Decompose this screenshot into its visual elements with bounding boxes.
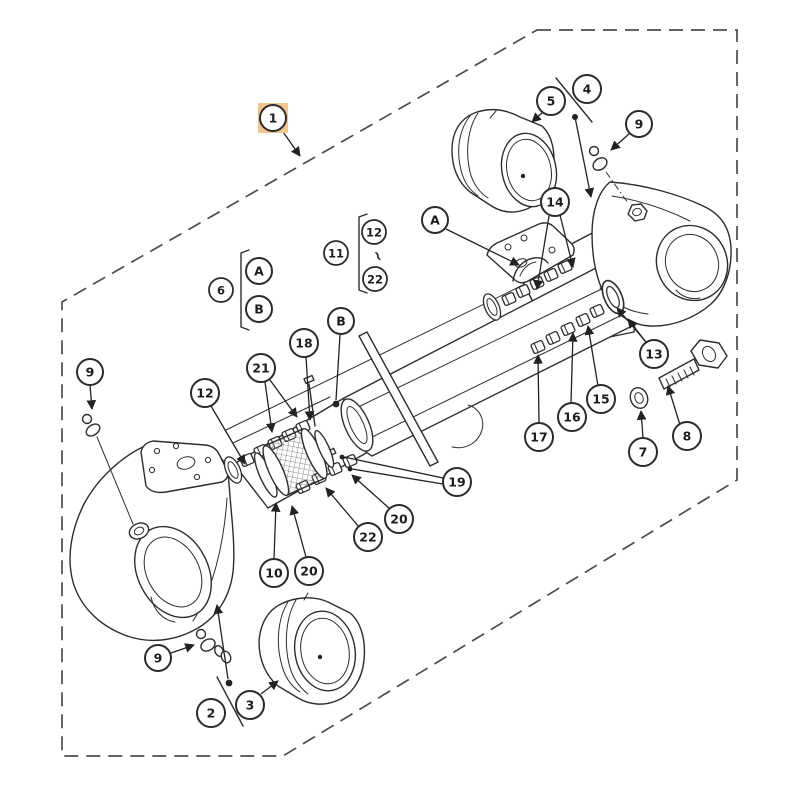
callout-B-main[interactable]: B: [327, 307, 355, 335]
rod-head-plate: [140, 440, 229, 494]
svg-text:15: 15: [592, 392, 609, 407]
svg-text:3: 3: [246, 698, 255, 713]
svg-text:2: 2: [207, 706, 216, 721]
callout-6[interactable]: 6: [208, 277, 234, 303]
rod-gland-seals: [220, 374, 359, 498]
svg-text:12: 12: [366, 226, 382, 240]
svg-text:10: 10: [265, 566, 283, 581]
svg-text:12: 12: [196, 386, 213, 401]
callout-9-top[interactable]: 9: [625, 110, 653, 138]
cap-bottom: [258, 592, 366, 705]
grease-fitting-left: [81, 413, 134, 525]
washer: [629, 387, 649, 409]
barrel-port-lip: [451, 404, 484, 449]
callout-2[interactable]: 2: [196, 698, 226, 728]
pivot-plug: [128, 522, 150, 540]
grease-fitting-bottom: [195, 628, 232, 664]
barrel-mouth: [340, 398, 374, 452]
callout-9-bottom[interactable]: 9: [144, 644, 172, 672]
svg-text:5: 5: [547, 94, 556, 109]
svg-text:6: 6: [217, 284, 225, 298]
callout-17[interactable]: 17: [524, 422, 554, 452]
head-manifold-plate: [486, 222, 575, 284]
rod-clevis: [69, 413, 235, 642]
piston: [253, 427, 335, 498]
bracket-6: [240, 249, 250, 331]
callout-12-group[interactable]: 12: [361, 219, 387, 245]
bracket-12-22: [358, 213, 368, 294]
callout-1[interactable]: 1: [258, 103, 288, 133]
svg-text:A: A: [430, 213, 440, 228]
callout-11[interactable]: 11: [323, 240, 349, 266]
svg-text:11: 11: [328, 247, 344, 261]
svg-text:B: B: [336, 314, 346, 329]
callout-4[interactable]: 4: [572, 74, 602, 104]
callout-5[interactable]: 5: [536, 86, 566, 116]
callout-A-group[interactable]: A: [245, 257, 273, 285]
svg-text:16: 16: [563, 410, 581, 425]
head-hex-plug: [627, 203, 648, 222]
svg-text:4: 4: [583, 82, 592, 97]
rod-eye-bore: [134, 525, 212, 619]
assembly-back-edge-2: [232, 396, 331, 444]
svg-text:18: 18: [295, 336, 312, 351]
callout-13[interactable]: 13: [639, 339, 669, 369]
callout-20-mid[interactable]: 20: [294, 556, 324, 586]
svg-text:1: 1: [269, 111, 278, 126]
callout-3[interactable]: 3: [235, 690, 265, 720]
svg-text:19: 19: [448, 475, 465, 490]
svg-text:17: 17: [530, 430, 547, 445]
bracket-4: [555, 77, 593, 123]
callout-14[interactable]: 14: [540, 187, 570, 217]
view-boundary: [61, 29, 738, 757]
svg-text:A: A: [254, 264, 264, 279]
callout-A-top[interactable]: A: [421, 206, 449, 234]
svg-text:22: 22: [367, 273, 383, 287]
cylinder-assembly-drawing: [69, 109, 732, 705]
svg-text:8: 8: [683, 429, 692, 444]
svg-text:B: B: [254, 302, 264, 317]
callout-9-left[interactable]: 9: [76, 358, 104, 386]
wear-plate-arch: [512, 257, 549, 282]
pivot-bolt: [658, 339, 728, 390]
assembly-back-edge: [225, 265, 563, 431]
cap-top: [451, 109, 558, 213]
range-tilde: ~: [368, 247, 388, 265]
callout-12-main[interactable]: 12: [190, 378, 220, 408]
grease-fitting-top: [588, 145, 629, 204]
bracket-2: [216, 676, 244, 727]
svg-text:22: 22: [359, 530, 376, 545]
svg-text:13: 13: [645, 347, 662, 362]
callout-16[interactable]: 16: [557, 402, 587, 432]
head-clevis: [591, 181, 732, 327]
leader-lines: [86, 77, 681, 727]
svg-text:9: 9: [635, 117, 644, 132]
callout-22-main[interactable]: 22: [353, 522, 383, 552]
callout-8[interactable]: 8: [672, 421, 702, 451]
callout-21[interactable]: 21: [246, 353, 276, 383]
head-eye-bore: [655, 224, 729, 302]
svg-text:9: 9: [86, 365, 95, 380]
svg-text:9: 9: [154, 651, 163, 666]
svg-text:21: 21: [252, 361, 269, 376]
svg-text:14: 14: [546, 195, 564, 210]
callout-20-right[interactable]: 20: [384, 504, 414, 534]
callout-15[interactable]: 15: [586, 384, 616, 414]
callout-18[interactable]: 18: [289, 328, 319, 358]
callout-19[interactable]: 19: [442, 467, 472, 497]
svg-text:20: 20: [300, 564, 318, 579]
svg-text:20: 20: [390, 512, 408, 527]
svg-text:7: 7: [639, 445, 648, 460]
callout-7[interactable]: 7: [628, 437, 658, 467]
callout-B-group[interactable]: B: [245, 295, 273, 323]
callout-10[interactable]: 10: [259, 558, 289, 588]
piston-rod-strip: [358, 331, 439, 467]
callout-22-group[interactable]: 22: [362, 266, 388, 292]
